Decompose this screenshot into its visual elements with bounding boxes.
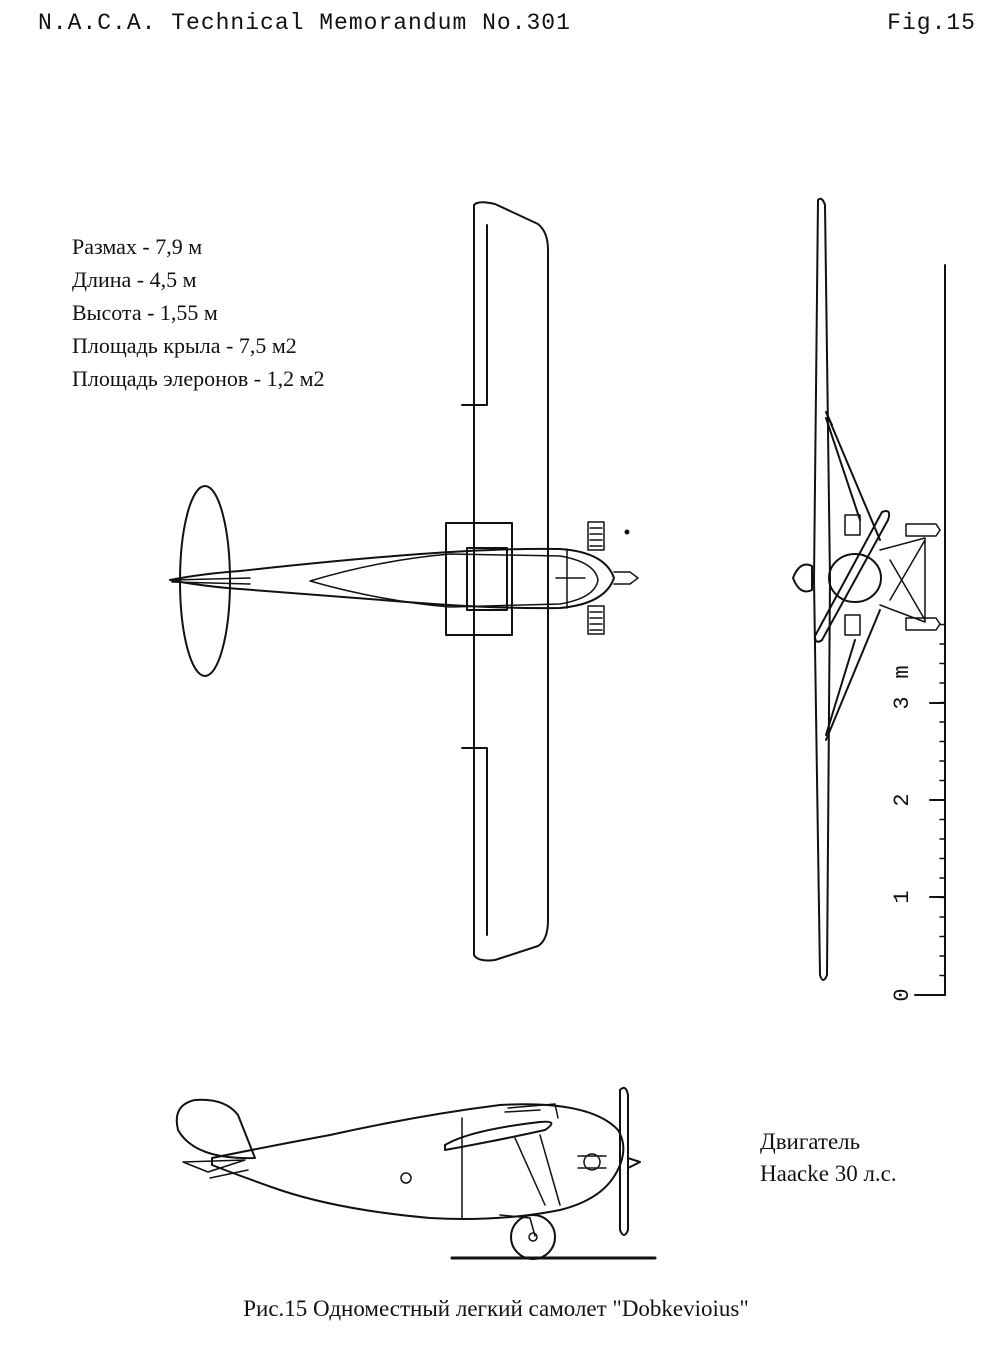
engine-line-2: Haacke 30 л.с. xyxy=(760,1161,897,1186)
figure-caption: Рис.15 Одноместный легкий самолет "Dobke… xyxy=(243,1296,749,1321)
plan-engine xyxy=(587,521,605,635)
front-struts-lower xyxy=(825,609,881,741)
plan-aileron-upper xyxy=(461,224,488,406)
scale-bar: 0 1 2 3 m xyxy=(890,264,946,1002)
scale-label-3: 3 xyxy=(890,696,915,709)
side-gear xyxy=(499,1214,536,1237)
plan-fuselage xyxy=(169,547,615,610)
front-fuselage xyxy=(828,553,882,603)
engine-line-1: Двигатель xyxy=(760,1129,861,1154)
scale-label-1: 1 xyxy=(890,890,915,903)
scale-label-2: 2 xyxy=(890,793,915,806)
side-wheel-hub xyxy=(528,1232,538,1242)
spec-length: Длина - 4,5 м xyxy=(72,267,197,292)
side-propeller xyxy=(619,1086,629,1236)
plan-dot xyxy=(624,529,630,535)
side-spinner xyxy=(627,1157,641,1169)
front-propeller xyxy=(814,510,891,643)
front-view xyxy=(792,197,941,981)
front-cylinders xyxy=(844,514,861,636)
side-cabane xyxy=(504,1109,561,1206)
plan-spinner xyxy=(613,571,639,585)
plan-aileron-lower xyxy=(461,747,488,936)
scale-label-0: 0 xyxy=(890,988,915,1001)
spec-list: Размах - 7,9 м Длина - 4,5 м Высота - 1,… xyxy=(72,230,325,395)
side-fuselage xyxy=(211,1103,625,1220)
front-tail xyxy=(792,563,813,593)
plan-cowl xyxy=(555,548,586,609)
engine-note: Двигатель Haacke 30 л.с. xyxy=(760,1126,897,1190)
side-tailplane xyxy=(182,1159,249,1179)
plan-fuselage-inner xyxy=(309,553,599,608)
side-wheel xyxy=(510,1214,556,1260)
side-view xyxy=(175,1086,657,1260)
side-detail xyxy=(400,1172,412,1184)
front-struts-upper xyxy=(825,411,881,541)
plan-center-section xyxy=(445,522,513,636)
side-engine xyxy=(577,1153,607,1171)
side-cockpit xyxy=(507,1103,559,1119)
side-rudder xyxy=(175,1098,256,1160)
front-gear xyxy=(879,537,926,623)
front-wheel-lower xyxy=(905,617,941,631)
spec-span: Размах - 7,9 м xyxy=(72,234,203,259)
spec-aileron-area: Площадь элеронов - 1,2 м2 xyxy=(72,366,325,391)
plan-tailplane xyxy=(179,485,231,677)
page-header: N.A.C.A. Technical Memorandum No.301 Fig… xyxy=(38,10,976,44)
scale-unit: m xyxy=(890,665,915,678)
front-wheel-upper xyxy=(905,523,941,537)
plan-fin xyxy=(171,577,251,585)
plan-cockpit xyxy=(466,547,508,611)
side-wing xyxy=(444,1120,553,1151)
spec-wing-area: Площадь крыла - 7,5 м2 xyxy=(72,333,297,358)
memo-title: N.A.C.A. Technical Memorandum No.301 xyxy=(38,10,571,36)
plan-view xyxy=(169,201,639,962)
plan-wing xyxy=(473,201,549,962)
front-wing xyxy=(813,197,831,981)
figure-number: Fig.15 xyxy=(887,10,976,36)
spec-height: Высота - 1,55 м xyxy=(72,300,218,325)
